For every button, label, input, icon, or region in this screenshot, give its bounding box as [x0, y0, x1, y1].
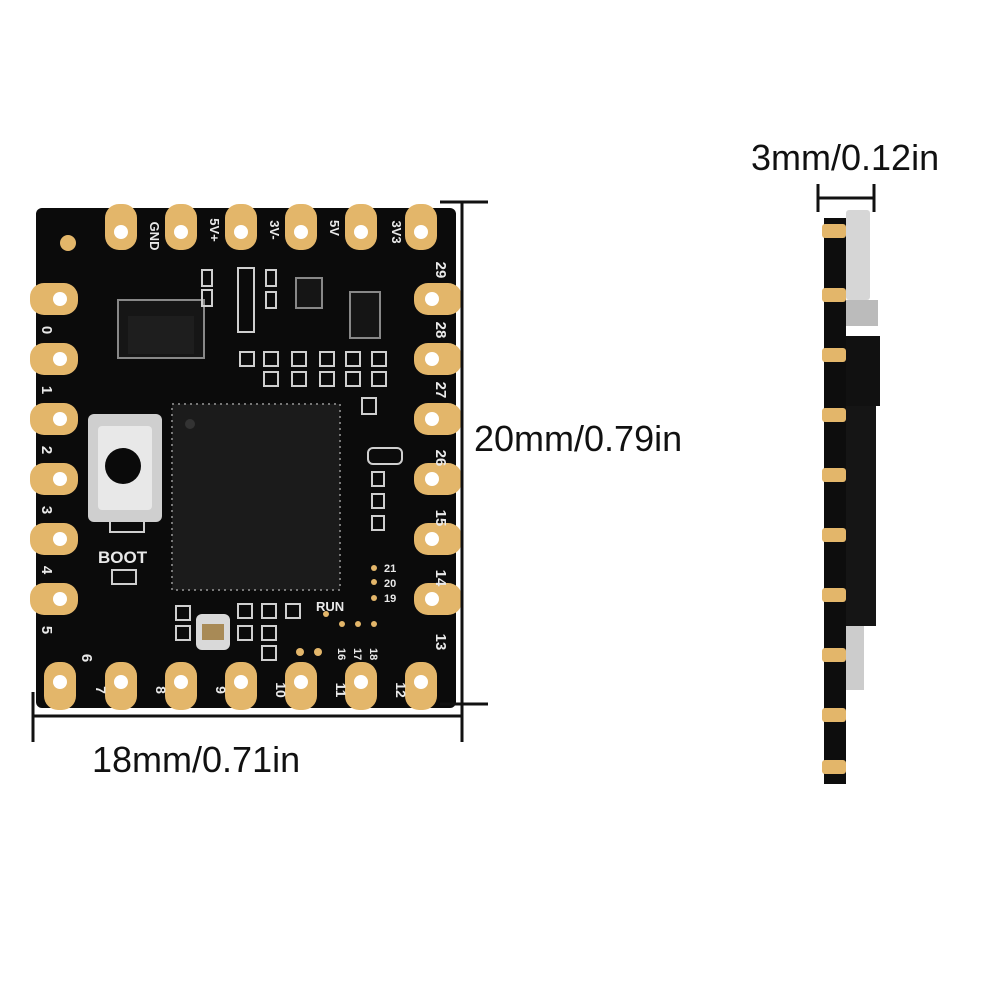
left-holes: [53, 292, 67, 606]
side-pads: [822, 224, 846, 774]
left-label-1: 1: [38, 386, 55, 394]
bottom-label-5: 12: [393, 682, 409, 698]
bottom-label-0: 7: [93, 686, 109, 694]
left-label-2: 2: [38, 446, 55, 454]
top-label-2: 3V-: [267, 220, 282, 240]
side-mcu: [846, 406, 876, 626]
left-label-0: 0: [38, 326, 55, 334]
pcb-side-view: [822, 210, 880, 784]
bottom-holes: [53, 675, 428, 689]
run-label: RUN: [316, 599, 344, 614]
pin-label-17: 17: [351, 648, 363, 660]
pcb-front-view: GND 5V+ 3V- 5V 3V3 0 1 2 3 4 5 6 29 28 2…: [30, 204, 462, 710]
transistor: [295, 277, 323, 309]
top-label-4: 3V3: [389, 220, 404, 243]
right-label-3: 26: [432, 450, 449, 467]
right-label-2: 27: [432, 382, 449, 399]
passive-components: [109, 267, 403, 661]
top-holes: [114, 225, 428, 239]
left-label-4: 4: [38, 566, 55, 575]
silkscreen-right-labels: 29 28 27 26 15 14 13: [432, 262, 449, 651]
pin-label-18: 18: [367, 648, 379, 660]
right-label-4: 15: [432, 510, 449, 527]
pin-label-20: 20: [384, 578, 396, 590]
silkscreen-top-labels: GND 5V+ 3V- 5V 3V3: [147, 218, 404, 250]
pin-label-19: 19: [384, 593, 396, 605]
dimension-lines-side: [816, 184, 876, 212]
right-holes: [425, 292, 439, 606]
mcu-chip: [171, 403, 341, 591]
left-label-3: 3: [38, 506, 55, 514]
mounting-hole: [60, 235, 76, 251]
pin1-marker: [185, 419, 195, 429]
test-pads: [296, 565, 377, 656]
top-label-3: 5V: [327, 220, 342, 236]
left-label-6: 6: [78, 654, 95, 662]
silkscreen-bottom-labels: 7 8 9 10 11 12: [93, 682, 409, 698]
thickness-label: 3mm/0.12in: [751, 137, 940, 178]
side-component-2: [846, 336, 880, 406]
bottom-label-1: 8: [153, 686, 169, 694]
side-component-3: [846, 626, 864, 690]
bottom-label-2: 9: [213, 686, 229, 694]
top-label-1: 5V+: [207, 218, 222, 242]
pin-label-16: 16: [335, 648, 347, 660]
top-label-0: GND: [147, 222, 162, 251]
left-label-5: 5: [38, 626, 55, 634]
regulator-chip: [349, 291, 381, 339]
dimension-lines-front: [31, 200, 488, 742]
flash-chip-body: [128, 316, 194, 354]
width-label: 18mm/0.71in: [92, 739, 301, 780]
side-usb-connector: [846, 210, 870, 300]
side-component-1: [846, 300, 878, 326]
boot-label: BOOT: [98, 548, 148, 567]
right-label-6: 13: [432, 634, 449, 651]
side-pcb-edge: [824, 218, 846, 784]
right-label-0: 29: [432, 262, 449, 279]
height-label: 20mm/0.79in: [474, 418, 683, 459]
silkscreen-left-labels: 0 1 2 3 4 5 6: [38, 326, 95, 662]
right-label-1: 28: [432, 322, 449, 339]
right-label-5: 14: [432, 570, 449, 587]
crystal-core: [202, 624, 224, 640]
boot-button: [88, 414, 162, 522]
pin-label-21: 21: [384, 563, 396, 575]
bottom-label-3: 10: [273, 682, 289, 698]
bottom-label-4: 11: [333, 683, 349, 698]
